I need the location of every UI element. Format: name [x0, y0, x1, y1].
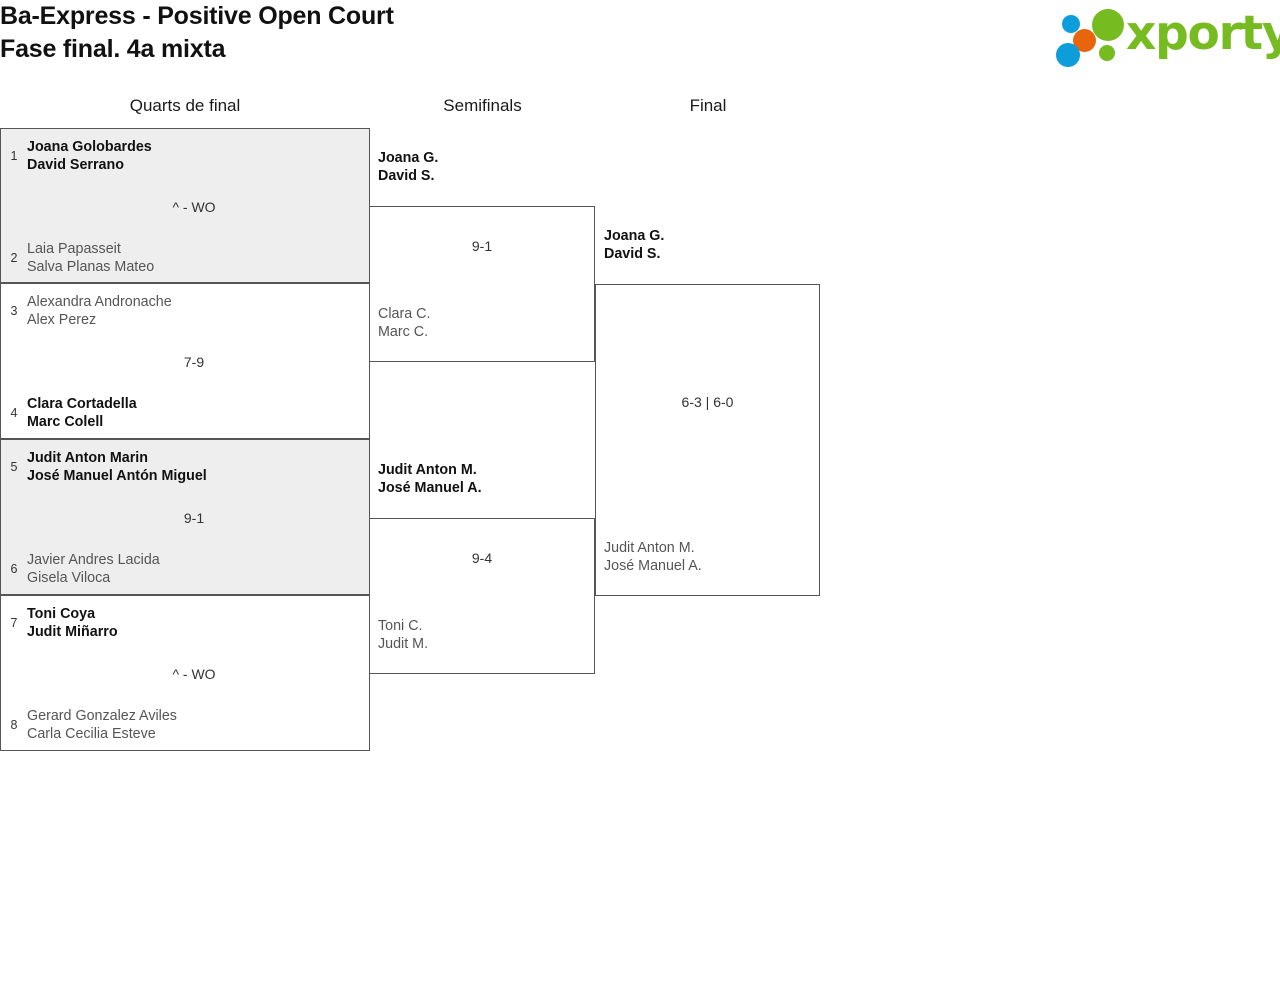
team-names: Joana G. David S. — [604, 227, 664, 263]
player-name-1: Clara Cortadella — [27, 396, 137, 412]
team-names: Alexandra Andronache Alex Perez — [27, 293, 172, 329]
team-names: Judit Anton M. José Manuel A. — [378, 461, 482, 497]
player-name-1: Laia Papasseit — [27, 241, 121, 257]
match-team-top[interactable]: 7 Toni Coya Judit Miñarro — [1, 605, 369, 641]
match-team-bottom[interactable]: 8 Gerard Gonzalez Aviles Carla Cecilia E… — [1, 707, 369, 743]
team-names: Clara Cortadella Marc Colell — [27, 395, 137, 431]
team-names: Laia Papasseit Salva Planas Mateo — [27, 240, 154, 276]
player-name-2: David S. — [604, 246, 661, 262]
player-name-2: José Manuel A. — [378, 480, 482, 496]
round-header-quarterfinals: Quarts de final — [129, 96, 241, 115]
match-score: ^ - WO — [172, 666, 216, 682]
match-team-top[interactable]: 3 Alexandra Andronache Alex Perez — [1, 293, 369, 329]
team-names: Toni C. Judit M. — [378, 617, 428, 653]
team-names: Clara C. Marc C. — [378, 305, 430, 341]
seed-number: 7 — [10, 616, 18, 630]
team-names: Judit Anton M. José Manuel A. — [604, 539, 702, 575]
match-team-top[interactable]: Judit Anton M. José Manuel A. — [370, 461, 594, 497]
player-name-2: Gisela Viloca — [27, 570, 111, 586]
player-name-1: Toni C. — [378, 618, 423, 634]
match-quarterfinal-4[interactable]: 7 Toni Coya Judit Miñarro ^ - WO 8 Gerar… — [0, 595, 370, 751]
player-name-2: Salva Planas Mateo — [27, 259, 155, 275]
logo-dot-orange — [1073, 29, 1096, 52]
team-names: Joana G. David S. — [378, 149, 438, 185]
match-team-top[interactable]: 1 Joana Golobardes David Serrano — [1, 138, 369, 174]
logo-dot-blue-small — [1062, 15, 1080, 33]
player-name-2: Judit M. — [378, 636, 429, 652]
seed-number: 4 — [10, 406, 18, 420]
player-name-1: Toni Coya — [27, 606, 96, 622]
match-semifinal-1[interactable]: Joana G. David S. 9-1 Clara C. Marc C. — [369, 150, 595, 362]
match-score: 7-9 — [183, 354, 205, 370]
player-name-2: José Manuel Antón Miguel — [27, 468, 207, 484]
match-team-top[interactable]: 5 Judit Anton Marin José Manuel Antón Mi… — [1, 449, 369, 485]
match-team-top[interactable]: Joana G. David S. — [370, 149, 594, 185]
page-title-line-2: Fase final. 4a mixta — [0, 35, 226, 63]
player-name-1: Judit Anton M. — [604, 540, 695, 556]
match-team-bottom[interactable]: Clara C. Marc C. — [370, 305, 594, 341]
player-name-1: Gerard Gonzalez Aviles — [27, 708, 177, 724]
match-score: 9-1 — [183, 510, 205, 526]
seed-number: 3 — [10, 304, 18, 318]
match-quarterfinal-2[interactable]: 3 Alexandra Andronache Alex Perez 7-9 4 … — [0, 283, 370, 439]
match-team-bottom[interactable]: Judit Anton M. José Manuel A. — [596, 539, 819, 575]
seed-number: 2 — [10, 251, 18, 265]
player-name-1: Joana G. — [378, 150, 439, 166]
match-team-bottom[interactable]: 4 Clara Cortadella Marc Colell — [1, 395, 369, 431]
team-names: Judit Anton Marin José Manuel Antón Migu… — [27, 449, 207, 485]
match-quarterfinal-3[interactable]: 5 Judit Anton Marin José Manuel Antón Mi… — [0, 439, 370, 595]
page-title-line-1: Ba-Express - Positive Open Court — [0, 2, 394, 30]
match-team-bottom[interactable]: 6 Javier Andres Lacida Gisela Viloca — [1, 551, 369, 587]
logo-dot-blue-large — [1056, 43, 1080, 67]
match-final[interactable]: Joana G. David S. 6-3 | 6-0 Judit Anton … — [595, 228, 820, 596]
player-name-1: Joana G. — [604, 228, 665, 244]
team-names: Joana Golobardes David Serrano — [27, 138, 152, 174]
player-name-2: Carla Cecilia Esteve — [27, 726, 156, 742]
match-team-bottom[interactable]: 2 Laia Papasseit Salva Planas Mateo — [1, 240, 369, 276]
seed-number: 6 — [10, 562, 18, 576]
match-semifinal-2[interactable]: Judit Anton M. José Manuel A. 9-4 Toni C… — [369, 462, 595, 674]
team-names: Javier Andres Lacida Gisela Viloca — [27, 551, 160, 587]
seed-number: 5 — [10, 460, 18, 474]
player-name-1: Judit Anton Marin — [27, 450, 148, 466]
logo-dot-green-small — [1099, 45, 1115, 61]
match-score: ^ - WO — [172, 199, 216, 215]
player-name-2: Marc C. — [378, 324, 429, 340]
player-name-2: David Serrano — [27, 157, 124, 173]
page-title: Ba-Express - Positive Open Court Fase fi… — [0, 0, 900, 66]
logo-dot-green-large — [1092, 9, 1124, 41]
seed-number: 8 — [10, 718, 18, 732]
round-header-final: Final — [689, 96, 727, 115]
team-names: Toni Coya Judit Miñarro — [27, 605, 118, 641]
match-team-bottom[interactable]: Toni C. Judit M. — [370, 617, 594, 653]
round-header-semifinals: Semifinals — [443, 96, 522, 115]
player-name-2: Judit Miñarro — [27, 624, 118, 640]
match-score: 6-3 | 6-0 — [681, 394, 734, 410]
player-name-1: Alexandra Andronache — [27, 294, 172, 310]
match-score: 9-1 — [471, 238, 493, 254]
player-name-1: Judit Anton M. — [378, 462, 477, 478]
logo-wordmark: xporty — [1126, 6, 1280, 61]
player-name-2: David S. — [378, 168, 435, 184]
match-quarterfinal-1[interactable]: 1 Joana Golobardes David Serrano ^ - WO … — [0, 128, 370, 283]
player-name-1: Javier Andres Lacida — [27, 552, 160, 568]
player-name-1: Joana Golobardes — [27, 139, 152, 155]
match-team-top[interactable]: Joana G. David S. — [596, 227, 819, 263]
seed-number: 1 — [10, 149, 18, 163]
player-name-2: José Manuel A. — [604, 558, 702, 574]
match-score: 9-4 — [471, 550, 493, 566]
team-names: Gerard Gonzalez Aviles Carla Cecilia Est… — [27, 707, 177, 743]
xporty-logo: xporty — [1048, 3, 1280, 69]
player-name-2: Alex Perez — [27, 312, 97, 328]
player-name-2: Marc Colell — [27, 414, 104, 430]
player-name-1: Clara C. — [378, 306, 431, 322]
